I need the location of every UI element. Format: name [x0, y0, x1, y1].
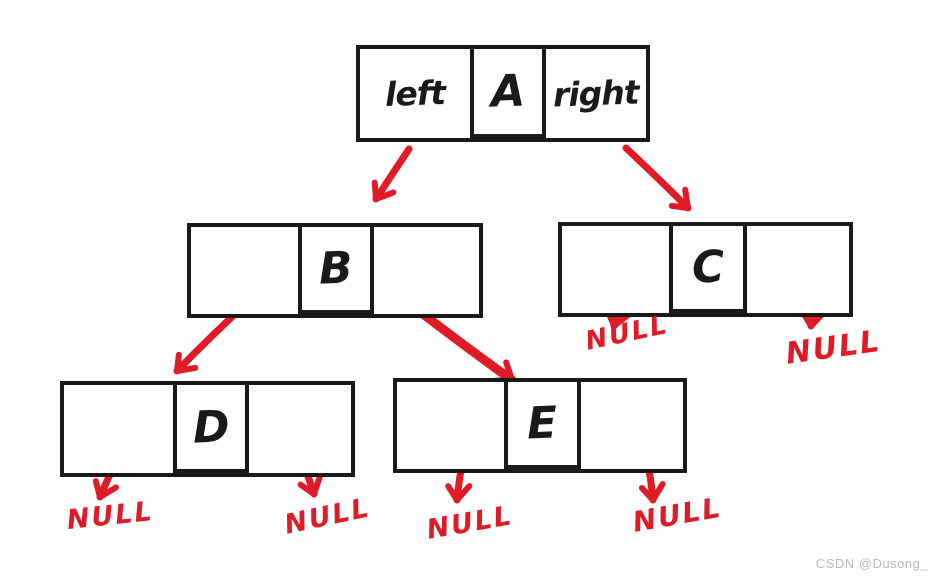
node-b-right-pointer-cell	[374, 227, 479, 314]
node-e-value: E	[526, 397, 559, 450]
node-b-value: B	[318, 242, 354, 295]
node-c-value-cell: C	[669, 226, 747, 313]
null-label-e-right: NULL	[630, 490, 725, 539]
tree-node-a: left A right	[356, 45, 650, 142]
arrow-a-to-c	[622, 144, 692, 212]
node-a-left-pointer-cell: left	[360, 49, 470, 138]
node-d-right-pointer-cell	[249, 385, 351, 473]
tree-node-e: E	[393, 378, 687, 473]
node-d-value-cell: D	[173, 385, 249, 473]
node-a-right-pointer-label: right	[552, 72, 640, 115]
node-e-left-pointer-cell	[397, 382, 504, 469]
watermark: CSDN @Dusong_	[815, 556, 928, 571]
node-d-left-pointer-cell	[64, 385, 173, 473]
tree-node-c: C	[558, 222, 853, 317]
node-a-value: A	[490, 65, 526, 118]
node-a-left-pointer-label: left	[384, 72, 446, 115]
node-b-value-cell: B	[298, 227, 374, 314]
null-label-c-right: NULL	[783, 323, 884, 372]
node-b-left-pointer-cell	[191, 227, 298, 314]
tree-node-b: B	[187, 223, 483, 318]
null-label-d-left: NULL	[65, 495, 156, 536]
node-c-value: C	[690, 241, 726, 294]
node-a-value-cell: A	[470, 49, 546, 138]
node-c-left-pointer-cell	[562, 226, 669, 313]
node-c-right-pointer-cell	[747, 226, 849, 313]
arrow-b-to-e	[414, 306, 517, 385]
node-e-value-cell: E	[504, 382, 581, 469]
null-label-e-left: NULL	[424, 500, 516, 546]
node-d-value: D	[191, 400, 231, 454]
tree-node-d: D	[60, 381, 355, 477]
arrow-a-to-b	[371, 145, 413, 203]
node-e-right-pointer-cell	[581, 382, 683, 469]
null-label-d-right: NULL	[281, 492, 374, 541]
node-a-right-pointer-cell: right	[546, 49, 646, 138]
